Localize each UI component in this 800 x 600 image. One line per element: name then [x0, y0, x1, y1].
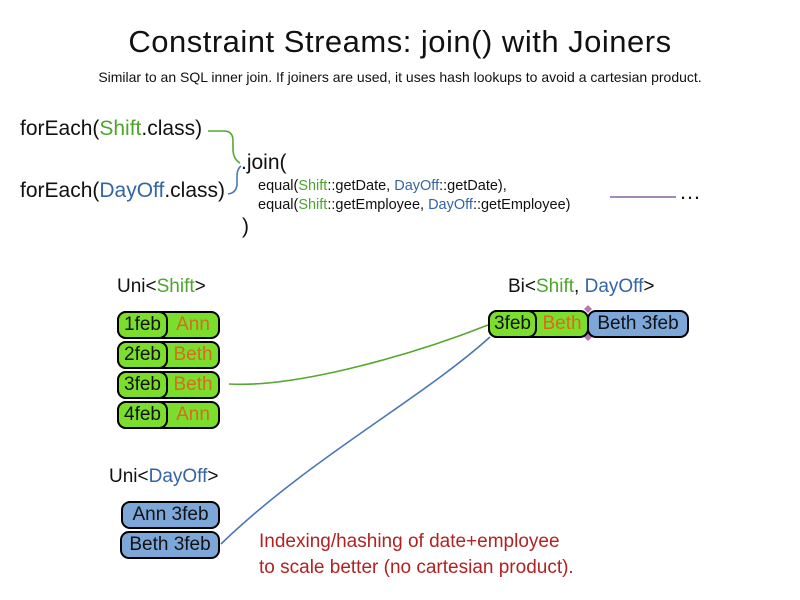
label-text: > [207, 466, 219, 487]
bi-label: Bi<Shift, DayOff> [508, 276, 654, 298]
uni-dayoff-label: Uni<DayOff> [109, 466, 219, 488]
code-foreach-dayoff: forEach(DayOff.class) [20, 179, 225, 203]
code-join-open: .join( [241, 151, 287, 174]
shift-date-cell: 2feb [117, 341, 168, 369]
dayoff-class-token: DayOff [394, 178, 440, 194]
dayoff-type-token: DayOff [584, 276, 644, 297]
code-text: equal( [258, 178, 299, 194]
shift-type-token: Shift [536, 276, 575, 297]
annotation-line-2: to scale better (no cartesian product). [259, 557, 574, 578]
dayoff-class-token: DayOff [99, 179, 165, 202]
label-text: > [194, 276, 206, 297]
code-text: ::getEmployee, [327, 197, 429, 213]
annotation-line-1: Indexing/hashing of date+employee [259, 531, 560, 552]
shift-date-cell: 4feb [117, 401, 168, 429]
uni-shift-label: Uni<Shift> [117, 276, 206, 298]
dayoff-class-token: DayOff [428, 197, 473, 213]
dayoff-row-beth: Beth 3feb [120, 531, 220, 559]
code-joiner-date: equal(Shift::getDate, DayOff::getDate), [258, 178, 507, 194]
bi-row-dayoff-part: Beth 3feb [587, 310, 689, 338]
shift-row-1feb: 1feb Ann [117, 311, 220, 339]
shift-row-to-bi-line [228, 324, 489, 386]
label-text: , [574, 276, 585, 297]
dayoff-row-ann: Ann 3feb [121, 501, 220, 529]
shift-to-join-brace-line [208, 130, 241, 164]
code-foreach-shift: forEach(Shift.class) [20, 117, 202, 141]
label-text: Uni< [109, 466, 149, 487]
shift-employee-cell: Beth [173, 374, 213, 395]
code-join-close: ) [242, 215, 249, 238]
dayoff-type-token: DayOff [148, 466, 208, 487]
code-text: .class) [141, 117, 203, 140]
slide-title: Constraint Streams: join() with Joiners [128, 24, 672, 59]
code-text: ::getDate), [439, 178, 507, 194]
slide-subtitle: Similar to an SQL inner join. If joiners… [98, 69, 702, 85]
shift-date-cell: 3feb [117, 371, 168, 399]
shift-employee-cell: Ann [176, 404, 210, 425]
code-text: forEach( [20, 179, 100, 202]
shift-row-2feb: 2feb Beth [117, 341, 220, 369]
shift-class-token: Shift [99, 117, 142, 140]
label-text: > [643, 276, 655, 297]
shift-class-token: Shift [298, 178, 328, 194]
code-text: ::getEmployee) [472, 197, 571, 213]
code-text: ::getDate, [327, 178, 395, 194]
bi-shift-date-cell: 3feb [488, 310, 537, 338]
code-text: equal( [258, 197, 299, 213]
code-ellipsis: … [679, 179, 701, 204]
code-text: forEach( [20, 117, 100, 140]
shift-row-4feb: 4feb Ann [117, 401, 220, 429]
bi-row-shift-part: 3feb Beth [488, 310, 589, 338]
shift-employee-cell: Beth [173, 344, 213, 365]
dayoff-to-join-brace-line [227, 165, 242, 195]
code-joiner-employee: equal(Shift::getEmployee, DayOff::getEmp… [258, 197, 570, 213]
label-text: Uni< [117, 276, 157, 297]
annotation-text: Indexing/hashing of date+employee to sca… [259, 529, 574, 581]
shift-date-cell: 1feb [117, 311, 168, 339]
bi-shift-employee-cell: Beth [542, 313, 582, 334]
dayoff-row-to-bi-line [220, 336, 491, 545]
shift-class-token: Shift [298, 197, 328, 213]
shift-type-token: Shift [156, 276, 195, 297]
shift-employee-cell: Ann [176, 314, 210, 335]
code-text: .class) [164, 179, 226, 202]
label-text: Bi< [508, 276, 536, 297]
shift-row-3feb: 3feb Beth [117, 371, 220, 399]
